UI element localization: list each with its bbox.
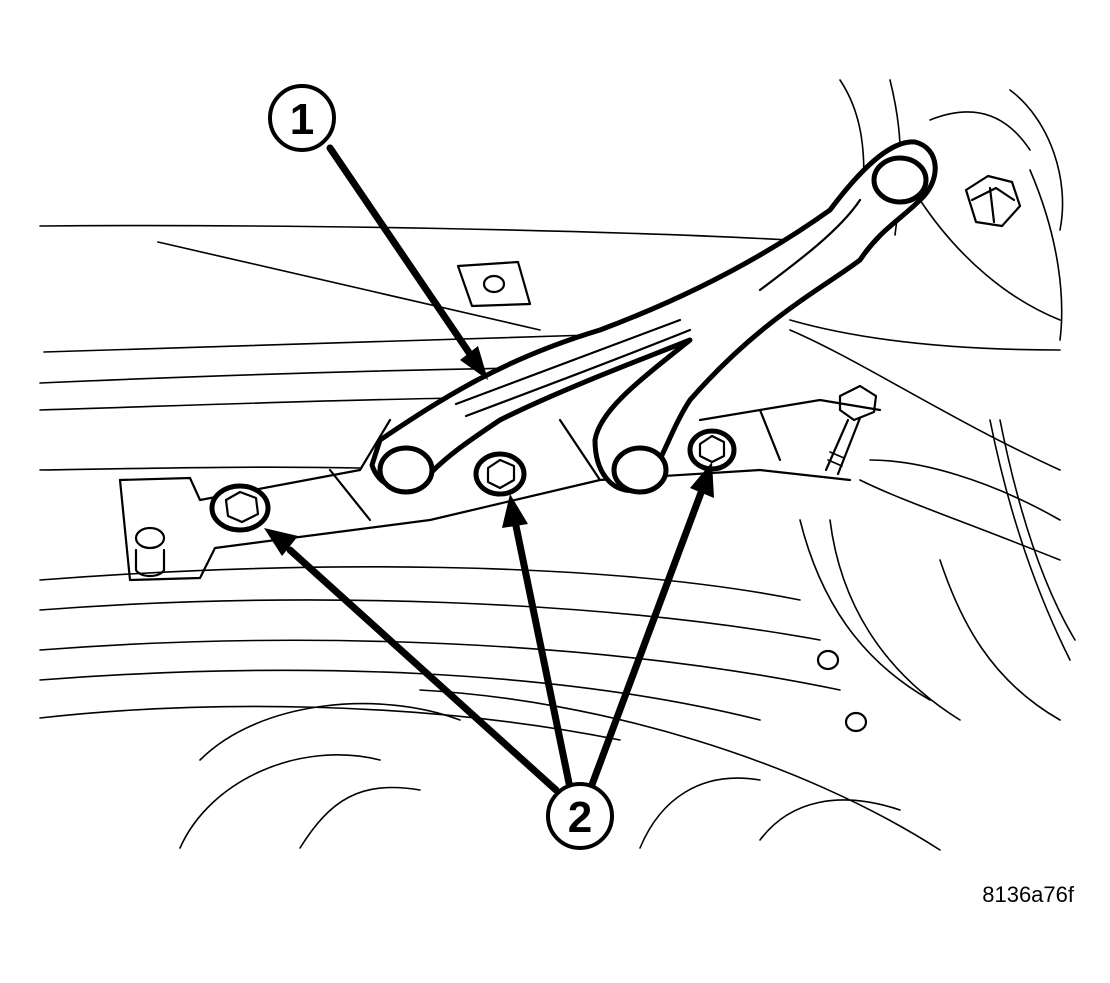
callout-1: 1 <box>268 84 336 152</box>
leader-arrows <box>264 144 714 794</box>
flange-nut-middle <box>473 451 527 497</box>
flange-nut-left <box>209 483 271 533</box>
callout-2-label: 2 <box>568 793 592 842</box>
body-panel-lines <box>39 79 1076 851</box>
control-arm <box>369 139 938 495</box>
hex-bolt-upper <box>964 174 1022 228</box>
stud-bolt-right <box>824 384 878 476</box>
callout-2: 2 <box>546 782 614 850</box>
plate-with-hole <box>456 260 532 308</box>
push-pin-left <box>134 526 166 578</box>
callout-1-label: 1 <box>290 95 314 144</box>
frame-rail <box>118 398 882 582</box>
body-holes <box>816 649 868 733</box>
figure-id: 8136a76f <box>982 882 1074 907</box>
